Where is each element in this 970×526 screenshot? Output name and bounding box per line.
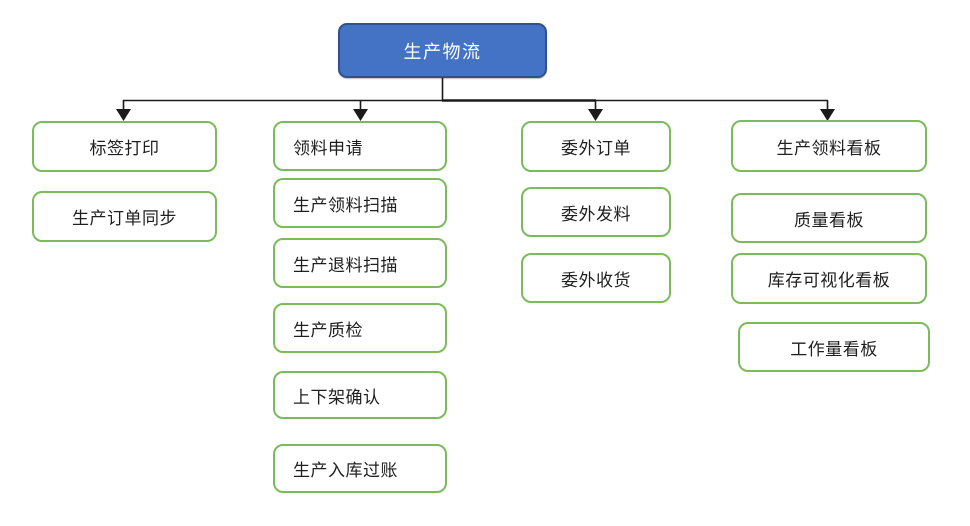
node-production-logistics: 生产物流: [338, 23, 547, 78]
node-quality-kanban: 质量看板: [731, 193, 927, 243]
branch-line-1: [116, 100, 131, 121]
arrow-down-icon: [588, 109, 603, 121]
node-production-inbound-posting: 生产入库过账: [273, 444, 447, 493]
node-workload-kanban: 工作量看板: [738, 322, 930, 372]
node-outsourcing-material-issue: 委外发料: [521, 187, 671, 237]
node-inventory-visualization-kanban: 库存可视化看板: [731, 253, 927, 304]
node-production-quality-check: 生产质检: [273, 303, 447, 353]
branch-line-2: [353, 100, 368, 121]
node-shelving-confirmation: 上下架确认: [273, 371, 447, 419]
node-label-printing: 标签打印: [32, 121, 217, 172]
arrow-down-icon: [116, 109, 131, 121]
branch-line-4: [820, 100, 835, 121]
branch-line-3: [588, 100, 603, 121]
node-outsourcing-receipt: 委外收货: [521, 253, 671, 303]
arrow-down-icon: [353, 109, 368, 121]
node-outsourcing-order: 委外订单: [521, 121, 671, 172]
node-production-picking-scan: 生产领料扫描: [273, 178, 447, 228]
node-production-picking-kanban: 生产领料看板: [731, 120, 927, 172]
node-production-return-scan: 生产退料扫描: [273, 238, 447, 288]
node-production-order-sync: 生产订单同步: [32, 191, 217, 242]
node-material-request: 领料申请: [273, 121, 447, 171]
